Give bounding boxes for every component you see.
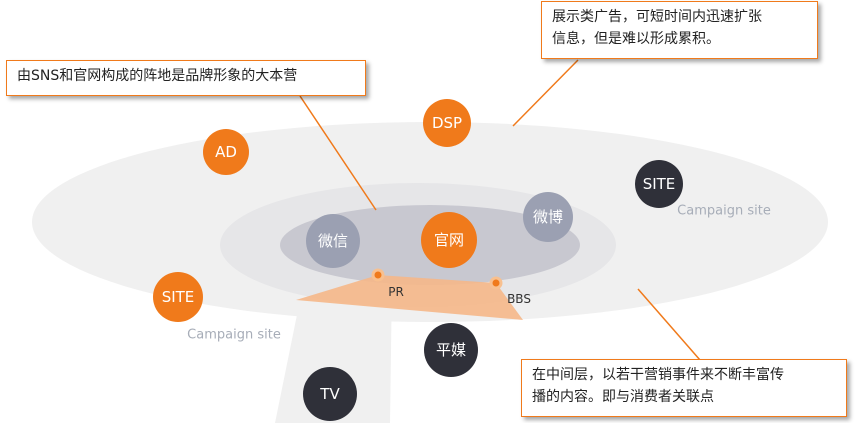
node-pingmei-label: 平媒: [436, 341, 466, 359]
node-site-left-label: SITE: [162, 288, 195, 306]
pr-dot: [371, 268, 385, 282]
node-pingmei: 平媒: [424, 323, 478, 377]
callout-top-right: 展示类广告，可短时间内迅速扩张 信息，但是难以形成累积。: [541, 1, 818, 59]
callout-top-right-line1: 展示类广告，可短时间内迅速扩张: [552, 9, 762, 25]
node-site-left: SITE: [153, 272, 203, 322]
callout-top-left-text: 由SNS和官网构成的阵地是品牌形象的大本营: [17, 68, 298, 84]
event-wedge: [296, 275, 523, 320]
connector-bottom-right: [637, 288, 701, 361]
bbs-label: BBS: [507, 292, 531, 306]
node-weixin-label: 微信: [318, 232, 348, 250]
node-weibo-label: 微博: [533, 208, 563, 226]
node-weibo: 微博: [523, 192, 573, 242]
callout-bottom-right-line1: 在中间层，以若干营销事件来不断丰富传: [532, 367, 784, 383]
callout-top-right-line2: 信息，但是难以形成累积。: [552, 31, 720, 47]
connector-top-left: [299, 95, 377, 211]
node-dsp-label: DSP: [432, 114, 462, 132]
node-guanwang: 官网: [421, 212, 477, 268]
campaign-site-left-caption: Campaign site: [187, 328, 281, 343]
node-site-right: SITE: [635, 160, 683, 208]
connector-top-right: [512, 59, 579, 127]
node-guanwang-label: 官网: [434, 231, 464, 249]
node-ad-label: AD: [215, 143, 237, 161]
callout-top-left: 由SNS和官网构成的阵地是品牌形象的大本营: [6, 60, 366, 96]
node-weixin: 微信: [306, 214, 360, 268]
pr-label: PR: [388, 285, 404, 299]
node-tv-label: TV: [319, 385, 340, 403]
callout-bottom-right: 在中间层，以若干营销事件来不断丰富传 播的内容。即与消费者关联点: [521, 359, 847, 417]
node-ad: AD: [203, 129, 249, 175]
node-site-right-label: SITE: [643, 175, 676, 193]
bbs-dot: [489, 276, 503, 290]
campaign-site-right-caption: Campaign site: [677, 204, 771, 219]
callout-bottom-right-line2: 播的内容。即与消费者关联点: [532, 389, 714, 405]
node-tv: TV: [303, 367, 357, 421]
node-dsp: DSP: [423, 99, 471, 147]
